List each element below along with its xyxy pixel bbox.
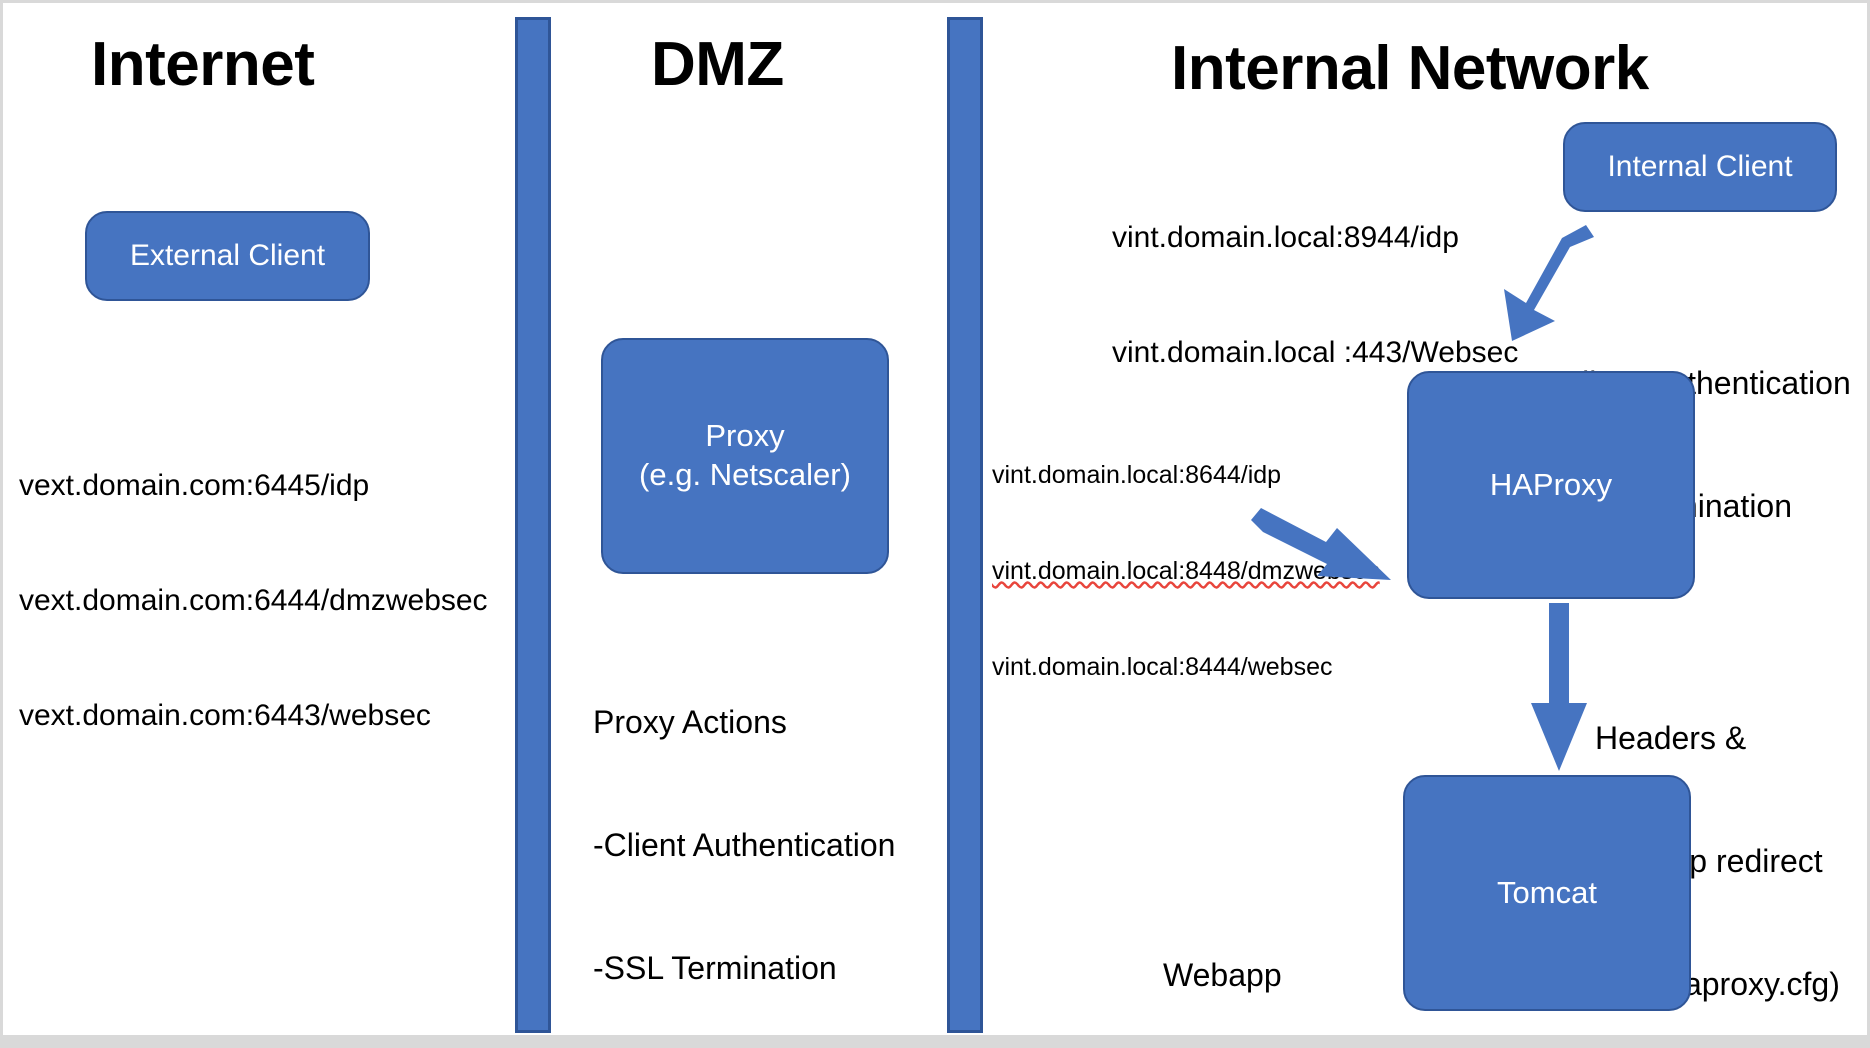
internal-client-url-0: vint.domain.local:8944/idp	[1112, 220, 1459, 254]
node-external-client[interactable]: External Client	[85, 211, 370, 301]
node-haproxy-label: HAProxy	[1489, 466, 1613, 502]
node-internal-client-label: Internal Client	[1607, 150, 1793, 184]
internet-url-0: vext.domain.com:6445/idp	[19, 468, 370, 502]
tomcat-note: Webapp configuration (See server.xml)	[1163, 873, 1396, 1045]
internet-url-1: vext.domain.com:6444/dmzwebsec	[19, 583, 488, 617]
haproxy-urls: vint.domain.local:8644/idp vint.domain.l…	[992, 395, 1380, 747]
node-haproxy[interactable]: HAProxy	[1407, 371, 1695, 599]
boundary-bar-dmz-internal	[947, 17, 983, 1033]
node-proxy-label-line2: (e.g. Netscaler)	[639, 457, 851, 492]
haproxy-url-1: vint.domain.local:8448/dmzwebsec	[992, 557, 1380, 585]
proxy-action-2: -SSL Termination	[593, 949, 837, 986]
internal-client-urls: vint.domain.local:8944/idp vint.domain.l…	[1112, 142, 1518, 449]
haproxy-url-2: vint.domain.local:8444/websec	[992, 653, 1333, 681]
haproxy-url-0: vint.domain.local:8644/idp	[992, 461, 1282, 489]
haproxy-arrow-note-0: Headers &	[1595, 719, 1747, 756]
node-proxy[interactable]: Proxy (e.g. Netscaler)	[601, 338, 889, 574]
internal-client-url-1: vint.domain.local :443/Websec	[1112, 335, 1519, 369]
node-internal-client[interactable]: Internal Client	[1563, 122, 1837, 212]
zone-title-dmz: DMZ	[651, 30, 784, 99]
arrow-haproxy-to-tomcat	[1531, 603, 1587, 771]
internet-url-2: vext.domain.com:6443/websec	[19, 699, 431, 733]
zone-title-internal-network: Internal Network	[1171, 34, 1649, 103]
slide-bottom-strip	[3, 1035, 1867, 1045]
node-tomcat[interactable]: Tomcat	[1403, 775, 1691, 1011]
node-tomcat-label: Tomcat	[1497, 874, 1597, 910]
proxy-actions-list: Proxy Actions -Client Authentication -SS…	[593, 620, 927, 1045]
internet-urls: vext.domain.com:6445/idp vext.domain.com…	[19, 390, 488, 812]
node-proxy-label-line1: Proxy	[705, 418, 785, 454]
node-external-client-label: External Client	[129, 239, 326, 273]
zone-title-internet: Internet	[91, 30, 315, 99]
proxy-action-1: -Client Authentication	[593, 826, 896, 863]
proxy-action-0: Proxy Actions	[593, 703, 787, 740]
boundary-bar-internet-dmz	[515, 17, 551, 1033]
tomcat-note-0: Webapp	[1163, 956, 1282, 993]
